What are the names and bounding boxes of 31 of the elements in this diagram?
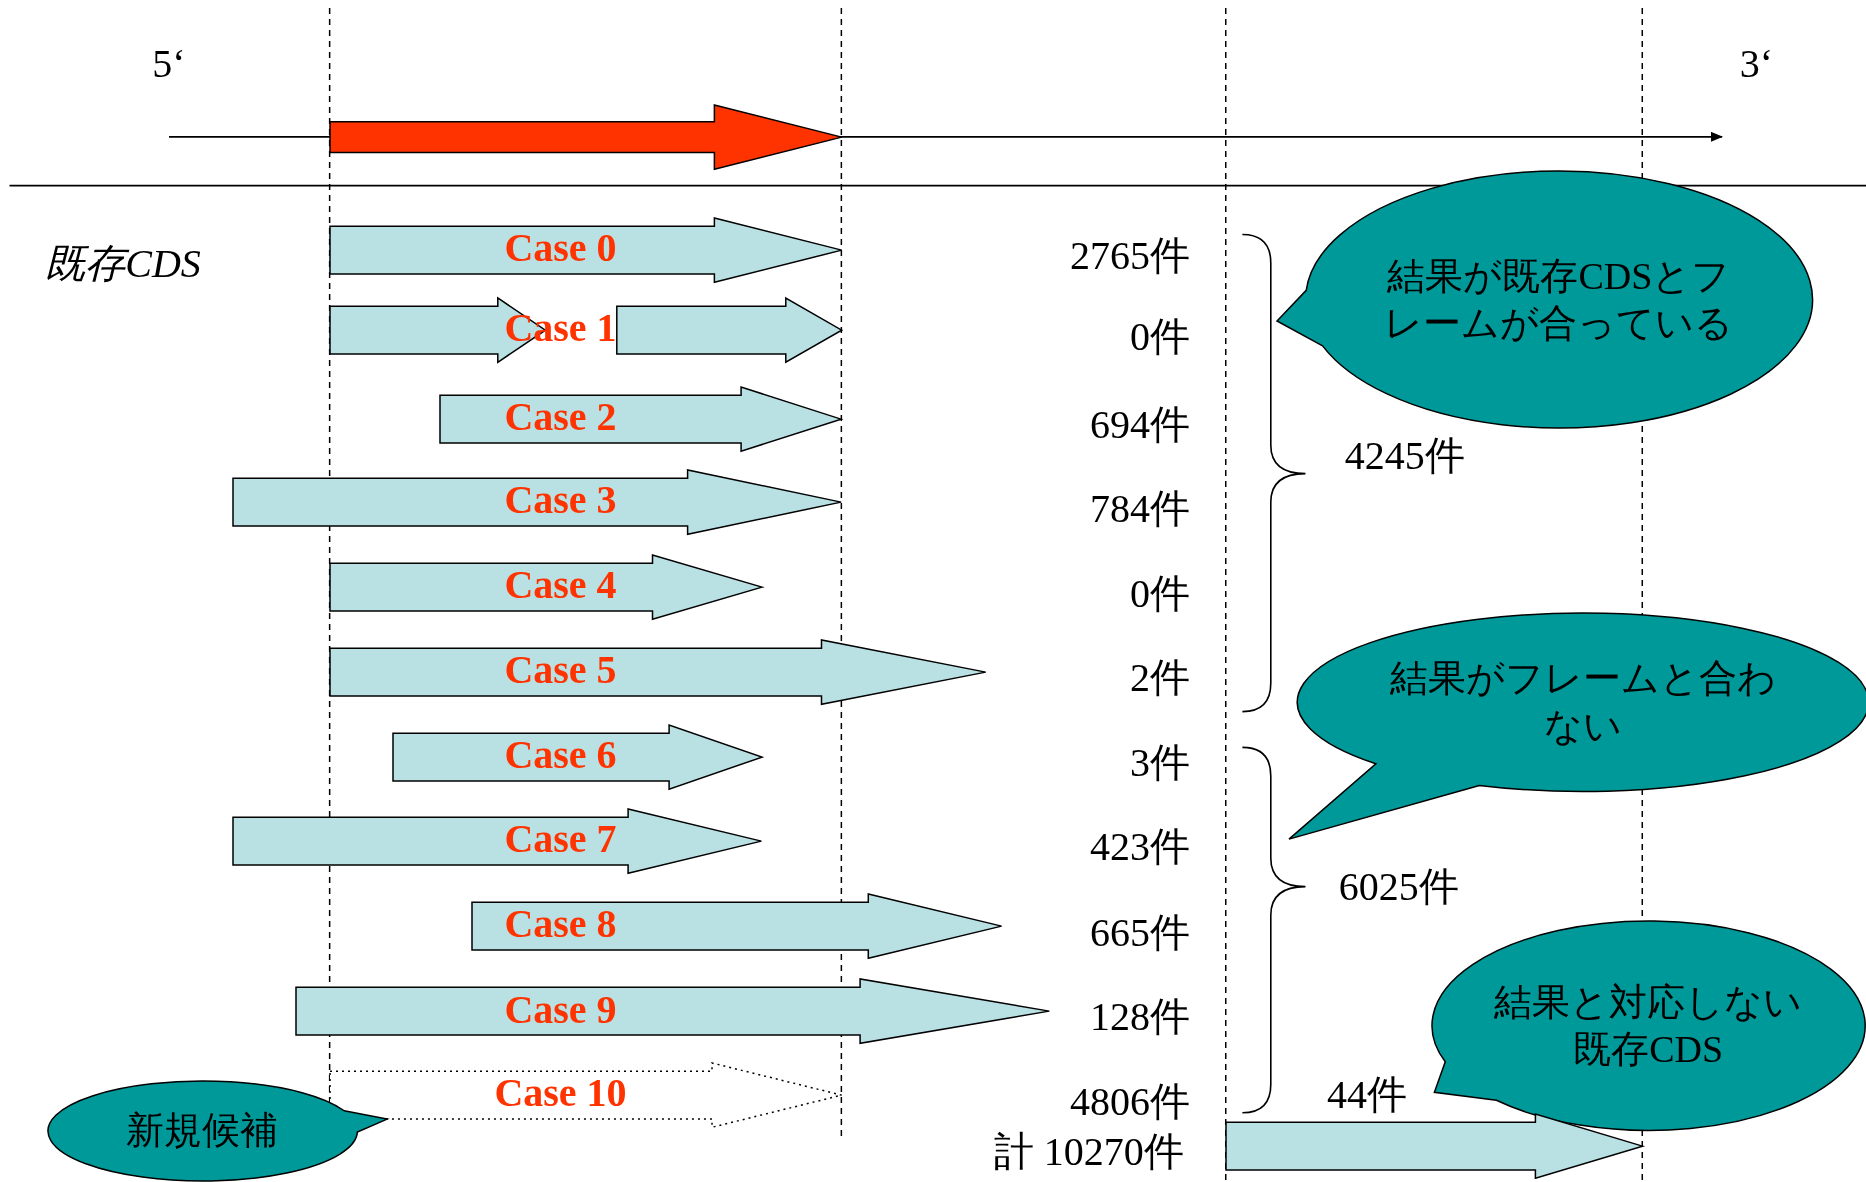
- case-label: Case 5: [504, 650, 617, 691]
- case-label: Case 8: [504, 903, 617, 944]
- count-label: 665件: [1090, 913, 1191, 953]
- count-label: 3件: [1130, 742, 1191, 783]
- text-label: 計 10270件: [993, 1131, 1184, 1172]
- bubble-text: 結果がフレームと合わない: [1388, 655, 1777, 749]
- text-label: 44件: [1326, 1074, 1407, 1115]
- count-label: 694件: [1090, 404, 1191, 445]
- text-label: 6025件: [1338, 866, 1459, 907]
- case-label: Case 7: [504, 819, 617, 860]
- count-label: 0件: [1130, 316, 1191, 357]
- count-label: 784件: [1090, 489, 1191, 530]
- case-label: Case 4: [504, 564, 617, 605]
- case-label: Case 0: [504, 227, 617, 268]
- case-label: Case 9: [504, 989, 617, 1030]
- count-label: 2件: [1130, 658, 1191, 699]
- case-label: Case 10: [494, 1072, 627, 1113]
- bubble-text: 結果と対応しない既存CDS: [1493, 979, 1804, 1072]
- count-label: 128件: [1090, 997, 1191, 1038]
- text-label: 既存CDS: [45, 244, 201, 285]
- count-label: 0件: [1130, 573, 1191, 614]
- count-label: 4806件: [1070, 1082, 1191, 1122]
- bubble-text: 結果が既存CDSとフレームが合っている: [1383, 253, 1735, 346]
- count-label: 423件: [1090, 827, 1191, 868]
- case-label: Case 2: [504, 396, 617, 437]
- count-label: 2765件: [1070, 235, 1191, 276]
- case-label: Case 3: [504, 480, 617, 521]
- text-label: 3‘: [1739, 44, 1774, 85]
- case-label: Case 6: [504, 734, 617, 775]
- bubble-text: 新規候補: [125, 1107, 280, 1153]
- text-label: 5‘: [152, 44, 186, 85]
